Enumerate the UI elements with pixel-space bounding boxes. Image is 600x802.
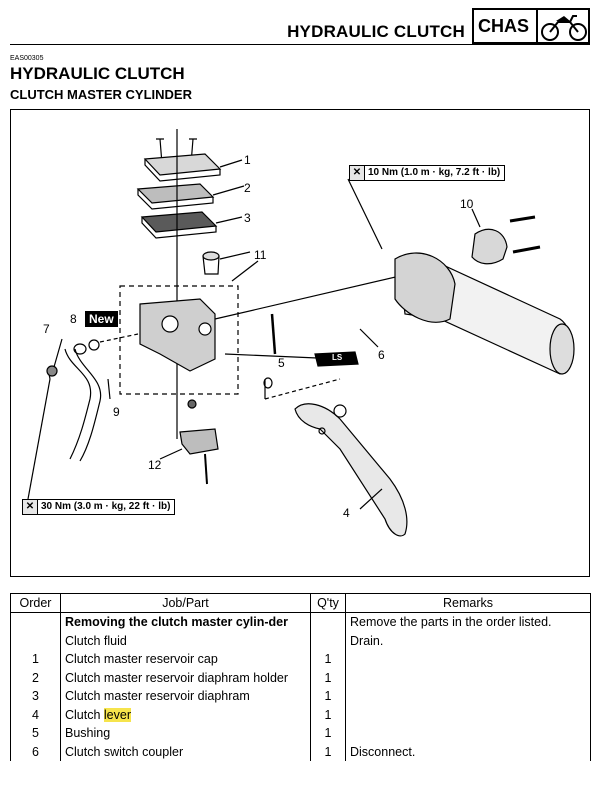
page-title: HYDRAULIC CLUTCH: [10, 64, 185, 83]
master-cylinder-body: [139, 298, 216, 372]
clutch-lever: [294, 403, 408, 537]
torque-spec-top: ✕10 Nm (1.0 m · kg, 7.2 ft · lb): [349, 165, 506, 181]
table-header-row: Order Job/Part Q'ty Remarks: [10, 593, 591, 613]
exploded-diagram-drawing: [27, 129, 575, 537]
header-order: Order: [10, 593, 61, 613]
table-row: 5 Bushing 1: [10, 724, 591, 743]
callout-4: 4: [343, 506, 350, 520]
exploded-diagram: [10, 109, 590, 577]
reference-code: EAS00305: [10, 55, 44, 62]
chas-divider: [536, 10, 538, 42]
table-row: 3 Clutch master reservoir diaphram 1: [10, 687, 591, 706]
callout-1: 1: [244, 153, 251, 167]
section-title: HYDRAULIC CLUTCH: [287, 22, 465, 41]
header-qty: Q'ty: [310, 593, 346, 613]
parts-table: Order Job/Part Q'ty Remarks Removing the…: [10, 593, 591, 761]
chas-badge: CHAS: [472, 8, 590, 44]
callout-12: 12: [148, 458, 162, 472]
table-row: 6 Clutch switch coupler 1 Disconnect.: [10, 742, 591, 761]
diaphram-holder: [136, 183, 215, 204]
diaphram: [140, 211, 218, 233]
ls-mark: LS: [332, 353, 343, 362]
highlighted-word: lever: [103, 707, 131, 722]
switch-housing: [394, 252, 456, 323]
master-cylinder-box: [119, 285, 239, 395]
callout-2: 2: [244, 181, 251, 195]
torque-spec-bottom: ✕30 Nm (3.0 m · kg, 22 ft · lb): [22, 499, 176, 515]
table-row: 4 Clutch lever 1: [10, 705, 591, 724]
callout-11: 11: [254, 248, 267, 262]
clutch-switch: [179, 428, 219, 455]
callout-8: 8: [70, 312, 77, 326]
callout-6: 6: [378, 348, 385, 362]
motorcycle-icon: [541, 15, 587, 41]
callout-5: 5: [278, 356, 285, 370]
callout-9: 9: [113, 405, 120, 419]
ls-connector: [314, 351, 359, 367]
table-row: 2 Clutch master reservoir diaphram holde…: [10, 668, 591, 687]
new-badge: New: [85, 311, 118, 327]
table-row: 1 Clutch master reservoir cap 1: [10, 650, 591, 669]
reservoir-cap: [143, 153, 222, 176]
section-heading: Removing the clutch master cylin-der: [60, 612, 311, 632]
header-remarks: Remarks: [345, 593, 591, 613]
page-subtitle: CLUTCH MASTER CYLINDER: [10, 87, 192, 102]
header-rule: [10, 44, 590, 45]
wrench-icon: ✕: [23, 500, 38, 514]
callout-10: 10: [460, 197, 474, 211]
callout-7: 7: [43, 322, 50, 336]
lever-bracket: [471, 228, 508, 265]
header-job-part: Job/Part: [60, 593, 311, 613]
callout-3: 3: [244, 211, 251, 225]
chas-label: CHAS: [478, 16, 530, 36]
wrench-icon: ✕: [350, 166, 365, 180]
table-row: Removing the clutch master cylin-der Rem…: [10, 612, 591, 632]
table-row: Clutch fluid Drain.: [10, 631, 591, 650]
